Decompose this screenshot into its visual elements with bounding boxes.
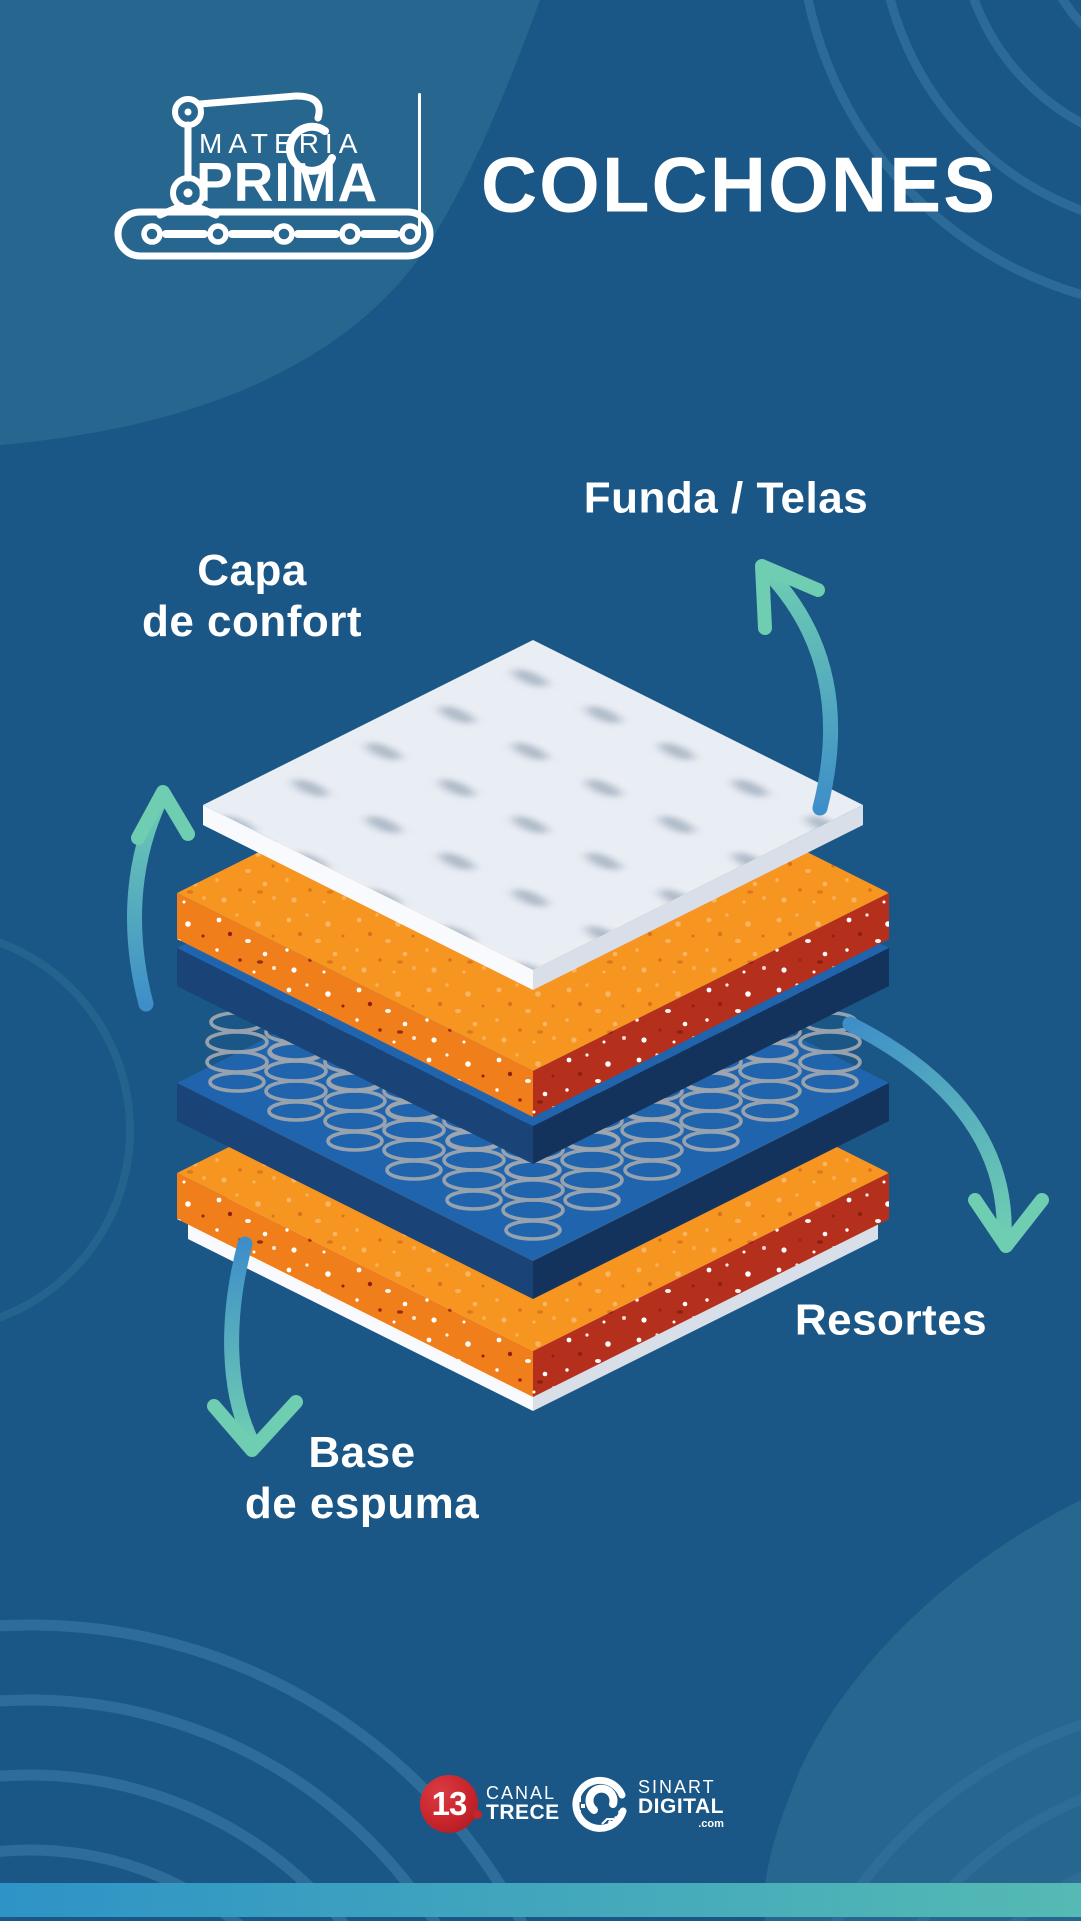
label-capa-de-confort: Capa de confort bbox=[142, 545, 362, 647]
arrow-capa-icon bbox=[127, 785, 195, 1012]
corner-blob-bottom-right bbox=[764, 1500, 1081, 1921]
arrow-base-icon bbox=[207, 1236, 303, 1457]
label-base-de-espuma: Base de espuma bbox=[245, 1427, 479, 1529]
label-funda-telas: Funda / Telas bbox=[583, 473, 869, 523]
trece-label: TRECE bbox=[486, 1801, 560, 1825]
label-capa-line2: de confort bbox=[141, 597, 363, 646]
digital-label: DIGITAL bbox=[638, 1795, 724, 1819]
canal-13-number: 13 bbox=[431, 1785, 468, 1822]
swirl-lines-bottom-left bbox=[0, 1619, 527, 1921]
mattress-diagram bbox=[177, 640, 889, 1411]
canal-13-tail-dot bbox=[473, 1810, 482, 1819]
arrow-funda-icon bbox=[755, 559, 839, 816]
label-base-line1: Base bbox=[308, 1427, 416, 1477]
corner-blob-top-left bbox=[0, 0, 540, 445]
callout-arrows bbox=[127, 559, 1049, 1457]
arrow-resortes-icon bbox=[842, 1016, 1049, 1253]
brand-line-materia: MATERIA bbox=[199, 128, 364, 159]
brand-line-prima: PRIMA bbox=[196, 151, 379, 213]
label-capa-line1: Capa bbox=[197, 545, 307, 595]
page-title: COLCHONES bbox=[480, 140, 998, 229]
sinart-label: SINART bbox=[638, 1777, 716, 1797]
canal-trece-logo: 13 CANAL TRECE bbox=[420, 1775, 560, 1833]
header-divider bbox=[418, 93, 421, 236]
sinart-digital-logo: SINART DIGITAL .com bbox=[572, 1775, 724, 1833]
mattress-layer-cover bbox=[203, 640, 863, 990]
bottom-accent-bar bbox=[0, 1883, 1081, 1917]
label-resortes: Resortes bbox=[794, 1295, 988, 1345]
sinart-com-suffix: .com bbox=[698, 1817, 724, 1830]
canal-label: CANAL bbox=[486, 1783, 557, 1804]
canal-13-badge: 13 bbox=[420, 1775, 482, 1833]
sinart-digital-badge bbox=[572, 1776, 627, 1832]
swirl-arc-mid-left bbox=[0, 938, 134, 1322]
label-base-line2: de espuma bbox=[244, 1479, 480, 1528]
